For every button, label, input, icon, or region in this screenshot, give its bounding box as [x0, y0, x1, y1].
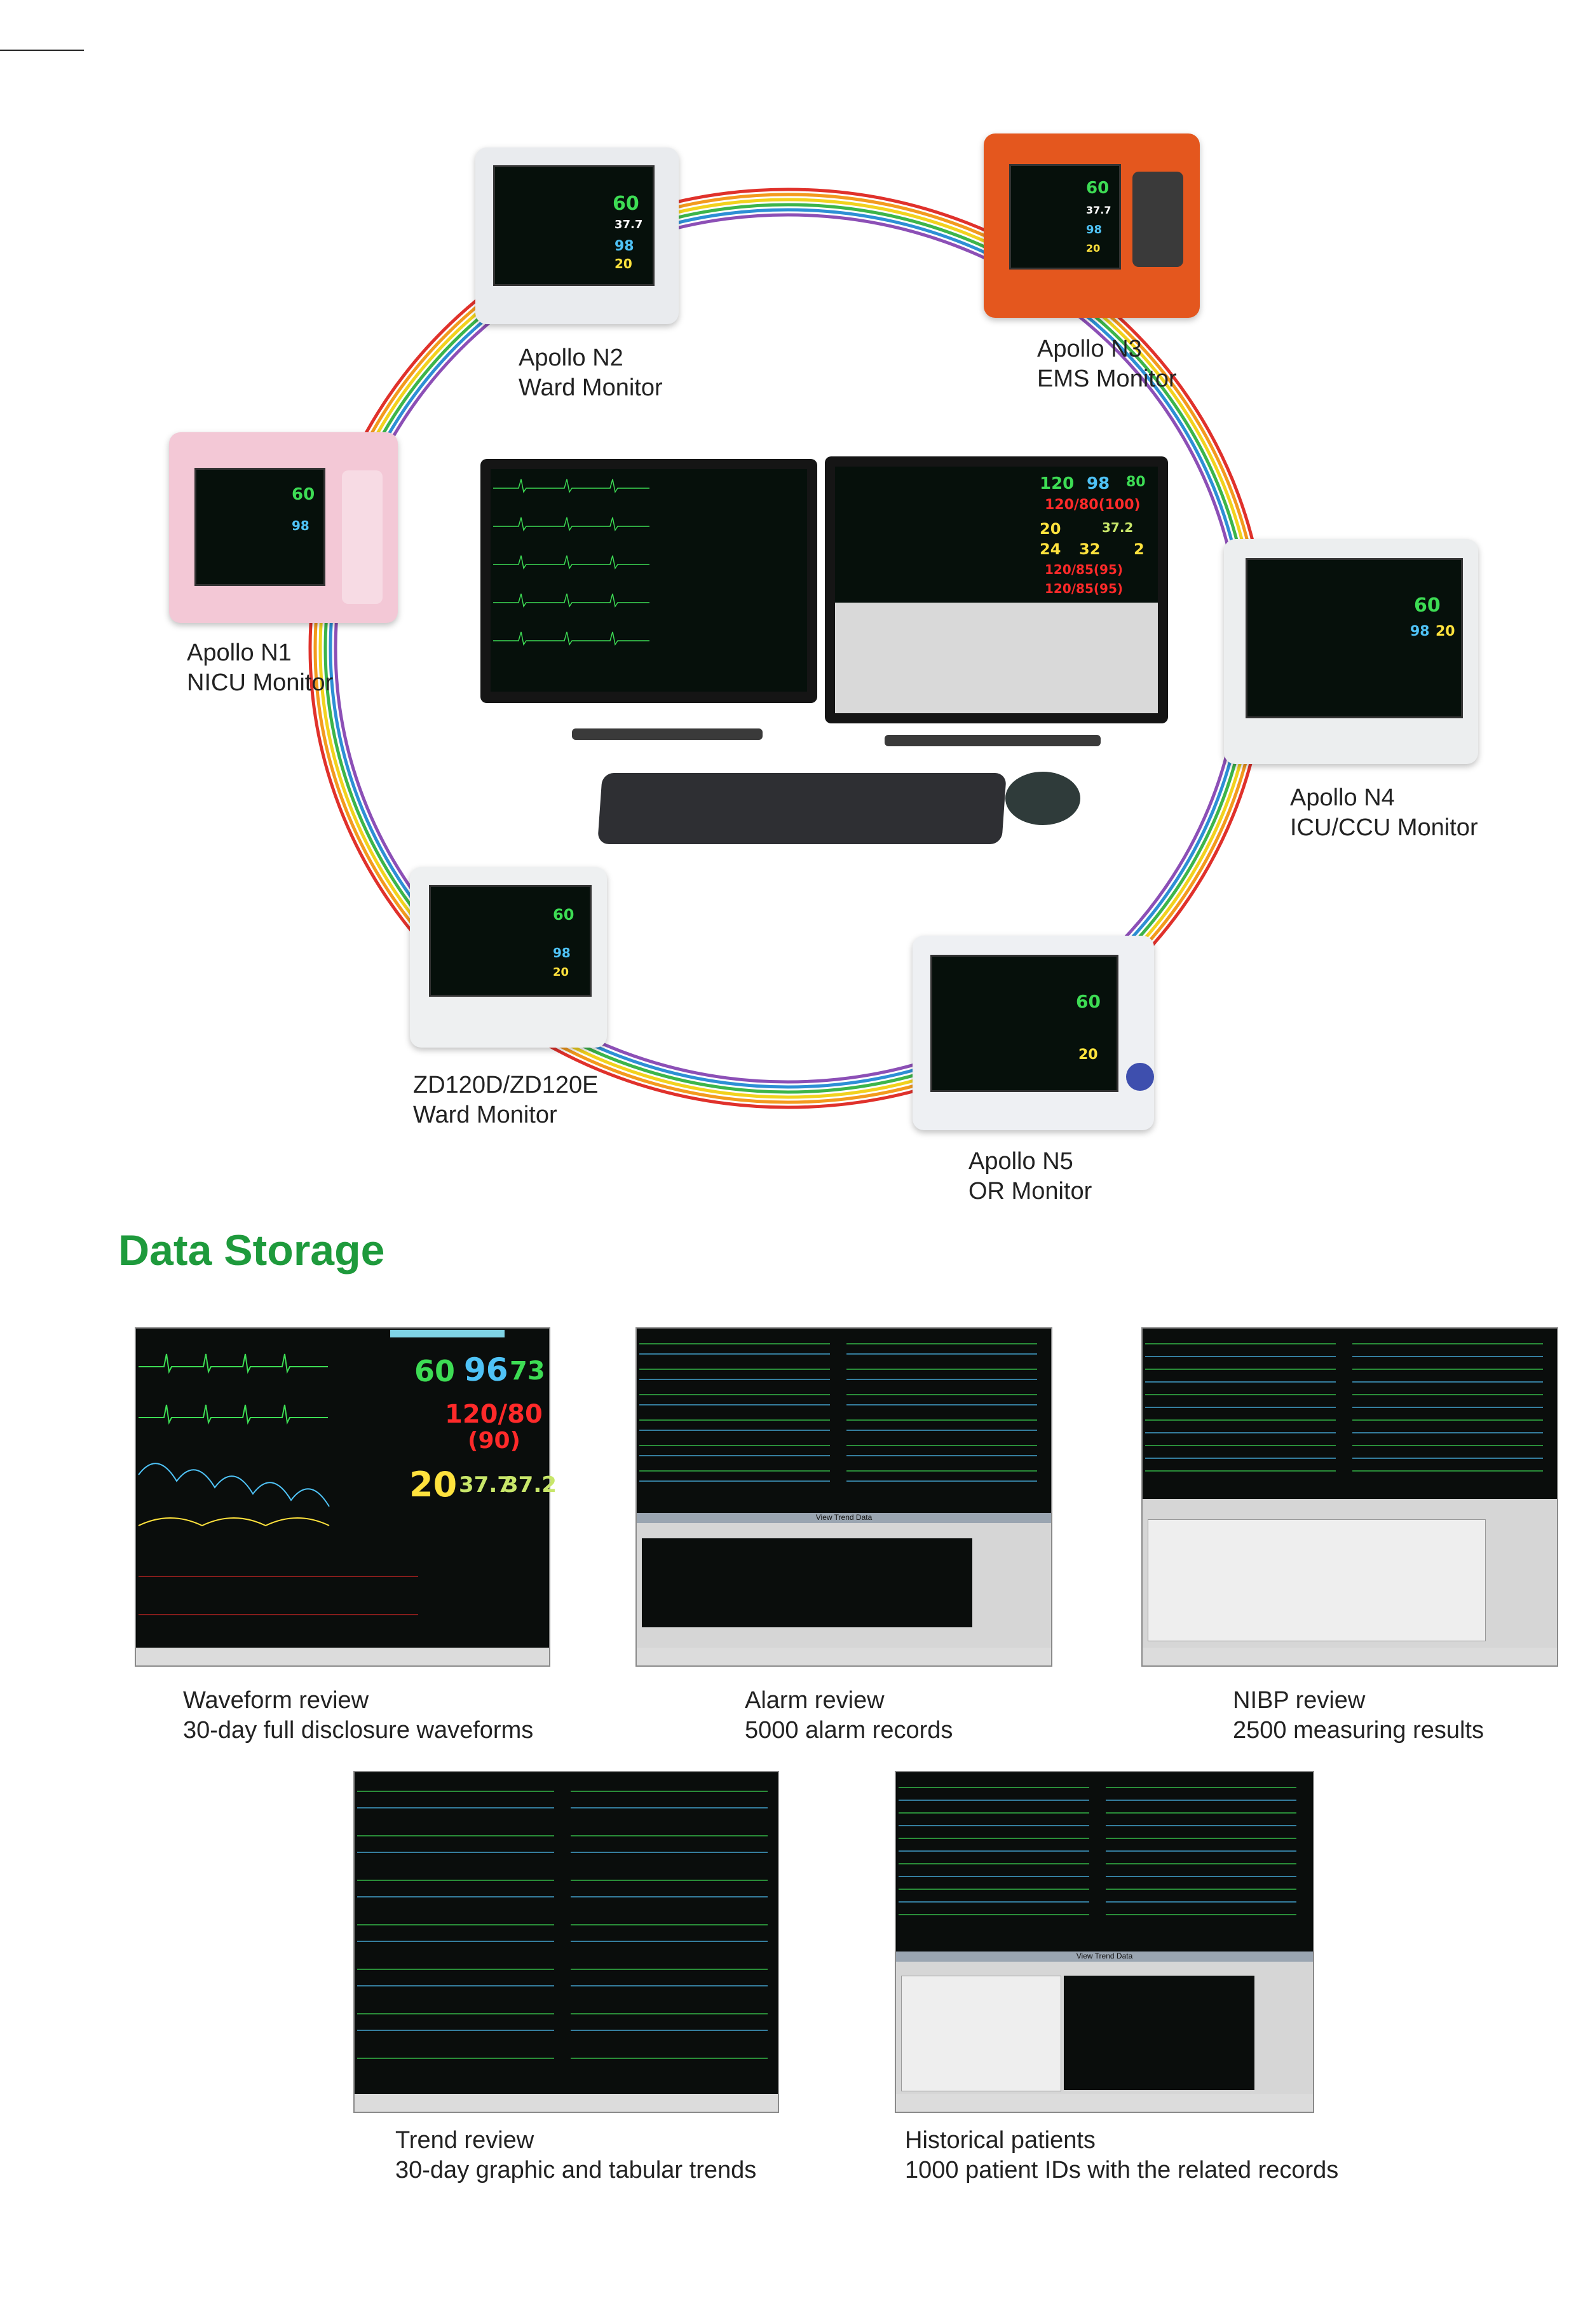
- device-role: Ward Monitor: [413, 1102, 557, 1128]
- wr-spo2: 96: [464, 1351, 508, 1388]
- monitor-screen: 120 98 80 120/80(100) 20 37.2 24 32 2 12…: [835, 467, 1158, 713]
- device-name: Apollo N4: [1290, 784, 1395, 811]
- caption-waveform-review: Waveform review 30-day full disclosure w…: [183, 1686, 533, 1746]
- status-bar: [355, 2094, 778, 2112]
- device-screen: 60 37.7 98 20: [493, 165, 655, 286]
- wr-pr: 73: [510, 1357, 545, 1386]
- central-monitor-left: [480, 459, 817, 703]
- device-role: EMS Monitor: [1037, 366, 1177, 392]
- device-screen: 60 20: [930, 955, 1118, 1092]
- rs-fico2: 32: [1079, 540, 1101, 558]
- device-name: Apollo N5: [968, 1148, 1073, 1175]
- central-monitor-right: 120 98 80 120/80(100) 20 37.2 24 32 2 12…: [825, 456, 1168, 723]
- status-bar: [896, 2094, 1313, 2112]
- rs-pr: 80: [1126, 474, 1146, 490]
- device-name: Apollo N3: [1037, 336, 1142, 362]
- caption-apollo-n3: Apollo N3 EMS Monitor: [1037, 334, 1177, 394]
- device-apollo-n5: 60 20: [913, 936, 1154, 1130]
- wr-temp1: 37.7: [459, 1472, 512, 1498]
- top-rule: [0, 50, 84, 51]
- device-name: Apollo N1: [187, 639, 292, 666]
- caption-desc: 5000 alarm records: [745, 1717, 953, 1744]
- monitor-stand: [572, 728, 763, 740]
- screenshot-historical-patients: View Trend Data: [895, 1771, 1314, 2113]
- device-screen: 60 37.7 98 20: [1009, 164, 1121, 270]
- panel-title: View Trend Data: [896, 1951, 1313, 1962]
- device-screen: 60 98 20: [429, 885, 592, 997]
- device-role: OR Monitor: [968, 1178, 1092, 1205]
- rs-ibp1: 120/85(95): [1045, 562, 1123, 577]
- rs-nibp: 120/80(100): [1045, 497, 1141, 513]
- rs-ibp2: 120/85(95): [1045, 581, 1123, 596]
- rs-awrr: 2: [1134, 540, 1145, 558]
- mouse: [1005, 772, 1080, 825]
- status-bar: [136, 1648, 549, 1665]
- wr-nibp: 120/80: [445, 1400, 543, 1429]
- keyboard: [597, 773, 1007, 844]
- device-apollo-n2: 60 37.7 98 20: [475, 147, 679, 324]
- wr-resp: 20: [409, 1465, 458, 1505]
- rs-temp: 37.2: [1102, 520, 1134, 535]
- caption-apollo-n5: Apollo N5 OR Monitor: [968, 1147, 1092, 1206]
- rs-etco2: 24: [1040, 540, 1061, 558]
- device-name: Apollo N2: [519, 345, 623, 371]
- caption-alarm-review: Alarm review 5000 alarm records: [745, 1686, 953, 1746]
- wr-map: (90): [468, 1428, 521, 1454]
- device-role: ICU/CCU Monitor: [1290, 814, 1478, 841]
- caption-title: Alarm review: [745, 1687, 885, 1714]
- section-heading: Data Storage: [118, 1226, 385, 1275]
- caption-trend-review: Trend review 30-day graphic and tabular …: [395, 2126, 756, 2185]
- caption-apollo-n4: Apollo N4 ICU/CCU Monitor: [1290, 783, 1478, 843]
- rs-resp: 20: [1040, 520, 1061, 538]
- caption-title: Trend review: [395, 2127, 534, 2154]
- screenshot-waveform-review: 60 96 73 120/80 (90) 20 37.7 37.2: [135, 1327, 557, 1667]
- caption-desc: 1000 patient IDs with the related record…: [905, 2157, 1339, 2184]
- device-role: NICU Monitor: [187, 669, 334, 696]
- device-screen: 60 98 20: [1246, 558, 1463, 718]
- caption-desc: 30-day full disclosure waveforms: [183, 1717, 534, 1744]
- screenshot-alarm-review: View Trend Data: [635, 1327, 1052, 1667]
- device-screen: 60 98: [194, 468, 325, 586]
- caption-desc: 2500 measuring results: [1233, 1717, 1484, 1744]
- device-name: ZD120D/ZD120E: [413, 1072, 599, 1098]
- caption-nibp-review: NIBP review 2500 measuring results: [1233, 1686, 1484, 1746]
- wr-hr: 60: [414, 1354, 456, 1388]
- caption-title: Waveform review: [183, 1687, 369, 1714]
- caption-desc: 30-day graphic and tabular trends: [395, 2157, 757, 2184]
- caption-apollo-n1: Apollo N1 NICU Monitor: [187, 638, 333, 698]
- device-apollo-n4: 60 98 20: [1224, 539, 1478, 764]
- device-apollo-n3: 60 37.7 98 20: [984, 133, 1200, 318]
- status-bar: [637, 1648, 1051, 1665]
- device-role: Ward Monitor: [519, 374, 663, 401]
- caption-apollo-n2: Apollo N2 Ward Monitor: [519, 343, 663, 403]
- device-zd120: 60 98 20: [410, 867, 607, 1048]
- caption-title: NIBP review: [1233, 1687, 1366, 1714]
- monitor-screen: [491, 469, 807, 692]
- rs-hr: 120: [1040, 474, 1075, 493]
- monitor-stand: [885, 735, 1101, 746]
- wr-temp2: 37.2: [503, 1472, 557, 1498]
- screenshot-trend-review: [353, 1771, 779, 2113]
- caption-historical-patients: Historical patients 1000 patient IDs wit…: [905, 2126, 1338, 2185]
- caption-zd120: ZD120D/ZD120E Ward Monitor: [413, 1070, 598, 1130]
- status-bar: [1143, 1648, 1557, 1665]
- rs-spo2: 98: [1087, 474, 1110, 493]
- device-apollo-n1: 60 98: [169, 432, 398, 623]
- screenshot-nibp-review: [1141, 1327, 1558, 1667]
- panel-title: View Trend Data: [637, 1513, 1051, 1523]
- caption-title: Historical patients: [905, 2127, 1096, 2154]
